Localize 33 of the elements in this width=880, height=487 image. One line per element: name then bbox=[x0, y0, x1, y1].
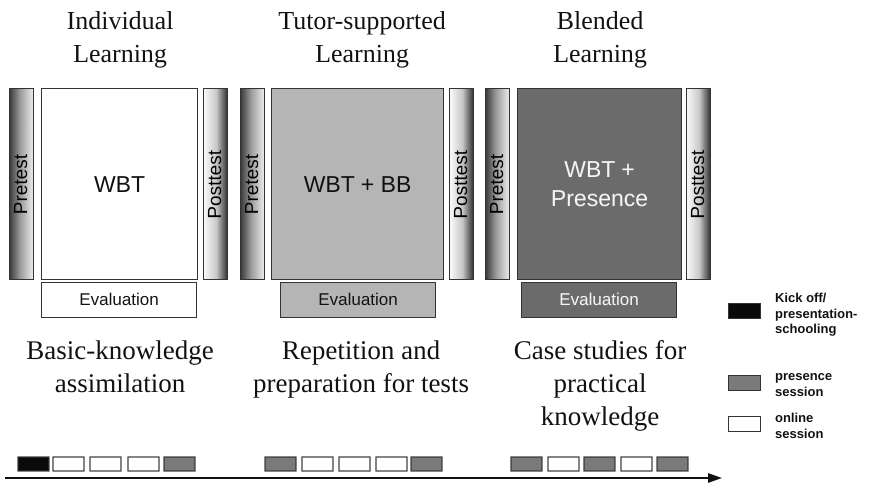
column-title: Individual Learning bbox=[66, 5, 174, 70]
posttest-bar bbox=[449, 88, 474, 280]
phase-content-label: WBT bbox=[94, 170, 146, 198]
learning-phase-box bbox=[517, 88, 682, 280]
phase-content-label: WBT + BB bbox=[304, 170, 412, 198]
column-title: Tutor-supported Learning bbox=[277, 5, 447, 70]
phase-description: Basic-knowledge assimilation bbox=[25, 334, 215, 400]
learning-phase-box bbox=[271, 88, 444, 280]
posttest-bar bbox=[686, 88, 711, 280]
evaluation-label: Evaluation bbox=[318, 290, 398, 310]
posttest-bar bbox=[203, 88, 228, 280]
posttest-label: Posttest bbox=[450, 150, 472, 218]
evaluation-label: Evaluation bbox=[79, 290, 159, 310]
pretest-label: Pretest bbox=[486, 154, 508, 214]
pretest-label: Pretest bbox=[10, 154, 32, 214]
column-title: Blended Learning bbox=[552, 5, 648, 70]
legend-label: presence session bbox=[775, 368, 834, 400]
pretest-label: Pretest bbox=[242, 154, 264, 214]
evaluation-label: Evaluation bbox=[559, 290, 639, 310]
phase-description: Case studies for practical knowledge bbox=[512, 334, 688, 433]
evaluation-box bbox=[41, 282, 197, 318]
posttest-label: Posttest bbox=[688, 150, 710, 218]
pretest-bar bbox=[240, 88, 265, 280]
evaluation-box bbox=[280, 282, 436, 318]
phase-content-label: WBT + Presence bbox=[550, 155, 650, 213]
evaluation-box bbox=[521, 282, 677, 318]
posttest-label: Posttest bbox=[204, 150, 226, 218]
pretest-bar bbox=[9, 88, 34, 280]
learning-phase-box bbox=[41, 88, 198, 280]
pretest-bar bbox=[485, 88, 510, 280]
legend-label: online session bbox=[775, 410, 824, 442]
legend-label: Kick off/ presentation-schooling bbox=[775, 290, 858, 337]
phase-description: Repetition and preparation for tests bbox=[252, 334, 470, 400]
